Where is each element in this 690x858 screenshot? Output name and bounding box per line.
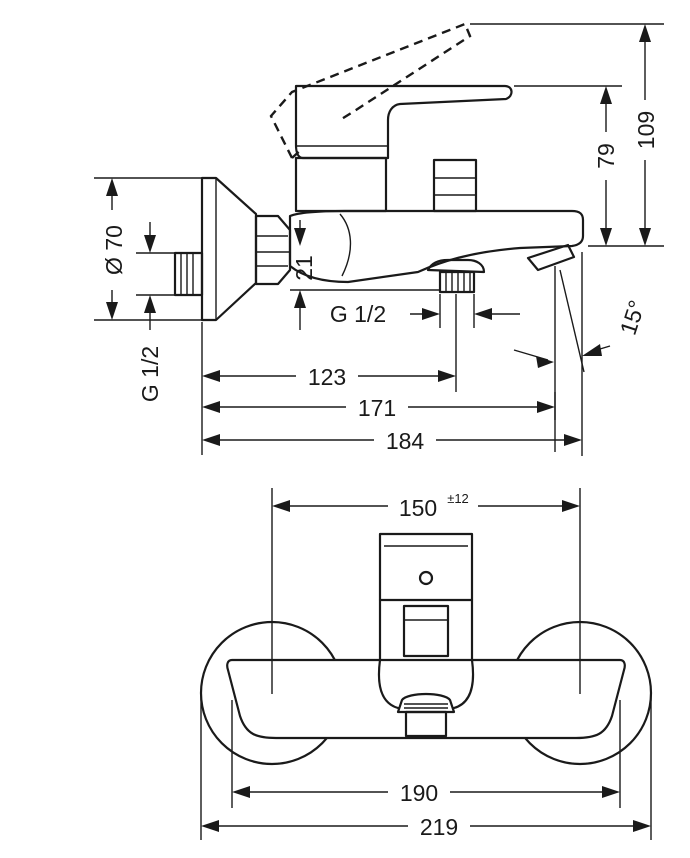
spout-outlet-top	[396, 692, 456, 738]
dim-wall-thread-label: G 1/2	[137, 346, 163, 402]
dimension-21: 21	[290, 220, 440, 330]
dimension-diameter-70: Ø 70	[94, 177, 202, 321]
dimension-150: 150 ±12	[271, 488, 581, 694]
dim-184-label: 184	[386, 428, 425, 454]
body-top	[226, 658, 626, 740]
lever-top	[378, 532, 474, 602]
dimension-123: 123	[201, 294, 457, 455]
dimension-wall-thread: G 1/2	[136, 222, 175, 402]
dimension-184: 184	[202, 252, 583, 456]
dim-diameter-70-label: Ø 70	[101, 225, 127, 275]
dimension-171: 171	[202, 392, 556, 421]
dim-109-label: 109	[633, 111, 659, 149]
wall-escutcheon	[200, 176, 258, 322]
top-view: 150 ±12 190 219	[199, 488, 653, 840]
dim-190-label: 190	[400, 780, 438, 806]
dim-150-tolerance: ±12	[447, 491, 469, 506]
diverter-knob	[432, 158, 478, 213]
cartridge-top	[378, 598, 474, 662]
dimension-79: 79	[514, 85, 622, 246]
dimension-109: 109	[470, 23, 664, 247]
cartridge-housing	[294, 156, 388, 213]
dim-angle-15-label: 15°	[615, 297, 650, 338]
wall-connection-thread	[173, 251, 204, 297]
lever-raised-position	[269, 22, 472, 159]
dim-outlet-thread-label: G 1/2	[330, 301, 386, 327]
outlet-connection	[426, 258, 486, 294]
dim-21-label: 21	[291, 255, 317, 281]
dim-79-label: 79	[593, 143, 619, 169]
side-view: 109 79 Ø 70 G 1/2 21	[94, 22, 664, 456]
lever-handle	[294, 84, 513, 160]
diverter-top	[377, 658, 475, 710]
dimension-219: 219	[200, 693, 652, 840]
dimension-190: 190	[231, 700, 621, 808]
dimension-outlet-thread: G 1/2	[330, 294, 520, 328]
dim-150-label: 150	[399, 495, 437, 521]
hex-nut	[254, 214, 292, 286]
dim-219-label: 219	[420, 814, 458, 840]
spout-aerator	[526, 243, 576, 272]
dim-123-label: 123	[308, 364, 346, 390]
dim-171-label: 171	[358, 395, 396, 421]
